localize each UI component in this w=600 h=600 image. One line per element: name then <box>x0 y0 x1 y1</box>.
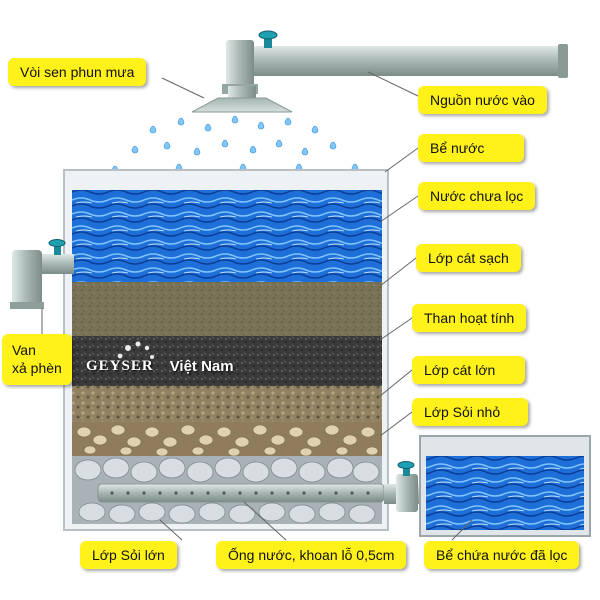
brand-logo-icon <box>114 341 154 368</box>
label-small-gravel: Lớp Sỏi nhỏ <box>412 398 529 426</box>
drain-valve <box>10 239 74 309</box>
water-droplets <box>111 115 359 178</box>
label-drain-valve-line2: xả phèn <box>12 359 62 376</box>
label-drain-valve-line1: Van <box>12 342 36 358</box>
leader-lines <box>41 71 473 541</box>
layer-large-gravel <box>72 456 382 524</box>
brand-watermark: GEYSER Việt Nam <box>86 358 234 375</box>
outlet-valve-icon <box>397 461 415 476</box>
label-unfiltered-water: Nước chưa lọc <box>418 182 536 210</box>
layer-unfiltered-water <box>72 190 382 282</box>
layer-coarse-sand <box>72 386 382 422</box>
filtered-water-tank <box>419 435 591 537</box>
label-activated-carbon: Than hoạt tính <box>412 304 527 332</box>
layer-small-gravel <box>72 422 382 457</box>
brand-name: GEYSER <box>86 358 154 374</box>
label-coarse-sand: Lớp cát lớn <box>412 356 526 384</box>
label-clean-sand: Lớp cát sạch <box>416 244 521 272</box>
layer-activated-carbon <box>72 336 382 386</box>
perforated-pipe <box>97 483 385 503</box>
inlet-valve-icon <box>258 30 278 48</box>
label-tank: Bể nước <box>418 134 525 162</box>
label-shower-head: Vòi sen phun mưa <box>8 58 147 86</box>
label-drain-valve: Van xả phèn <box>2 334 72 385</box>
shower-head-icon <box>191 86 293 113</box>
layer-clean-sand <box>72 282 382 336</box>
outlet-pipe <box>384 474 424 512</box>
label-filtered-tank: Bể chứa nước đã lọc <box>424 541 580 569</box>
brand-region: Việt Nam <box>169 358 234 375</box>
label-large-gravel: Lớp Sỏi lớn <box>80 541 177 569</box>
label-drilled-pipe: Ống nước, khoan lỗ 0,5cm <box>216 541 407 569</box>
label-water-source: Nguồn nước vào <box>418 86 547 114</box>
